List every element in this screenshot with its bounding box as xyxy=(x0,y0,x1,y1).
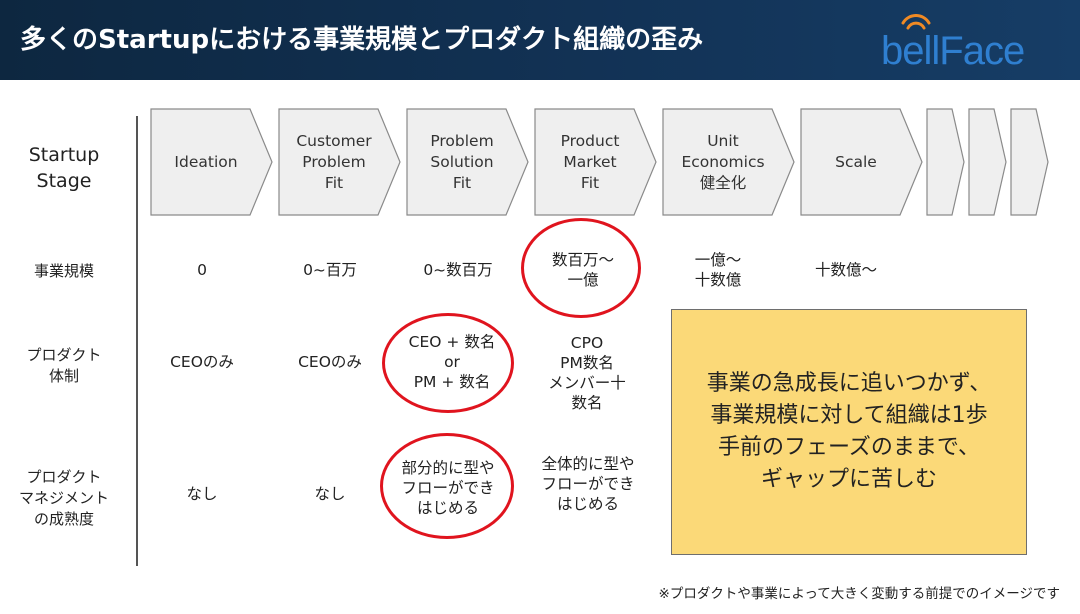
bellface-logo: bellFace xyxy=(881,14,1025,72)
maturity-value-pmf: 全体的に型や フローができ はじめる xyxy=(541,455,635,513)
row-label-org: プロダクト 体制 xyxy=(26,346,102,385)
stage-label: Scale xyxy=(835,152,877,171)
stage-chevron-more-2 xyxy=(968,108,1008,216)
signal-icon xyxy=(901,14,931,30)
scale-value-ideation: 0 xyxy=(197,261,207,279)
stage-label: Customer Problem Fit xyxy=(296,131,372,192)
chevron-shape xyxy=(968,108,1007,216)
stage-chevron-unit-economics: Unit Economics 健全化 xyxy=(662,108,796,216)
row-label-maturity: プロダクト マネジメント の成熟度 xyxy=(18,467,109,528)
footnote: ※プロダクトや事業によって大きく変動する前提でのイメージです xyxy=(658,586,1060,602)
chevron-shape xyxy=(534,108,657,216)
logo-text: bellFace xyxy=(881,29,1024,72)
stage-chevron-customer-problem-fit: Customer Problem Fit xyxy=(278,108,402,216)
chevron-shape xyxy=(406,108,529,216)
stage-chevron-more-3 xyxy=(1010,108,1050,216)
chevron-shape xyxy=(926,108,965,216)
row-divider-line xyxy=(136,116,138,566)
chevron-shape xyxy=(800,108,923,216)
stage-chevron-scale: Scale xyxy=(800,108,924,216)
maturity-value-cpf: なし xyxy=(314,485,346,503)
highlight-circle-org-psf xyxy=(382,313,514,413)
row-label-stage: Startup Stage xyxy=(28,144,100,192)
stage-chevron-more-1 xyxy=(926,108,966,216)
stage-chevron-product-market-fit: Product Market Fit xyxy=(534,108,658,216)
stage-label: Problem Solution Fit xyxy=(430,131,494,192)
org-value-cpf: CEOのみ xyxy=(298,353,362,371)
chevron-shape xyxy=(1010,108,1049,216)
org-value-pmf: CPO PM数名 メンバー十 数名 xyxy=(548,334,626,412)
chevron-shape xyxy=(662,108,795,216)
stage-label: Unit Economics 健全化 xyxy=(681,131,765,192)
scale-value-unit-economics: 一億〜 十数億 xyxy=(694,251,742,289)
scale-value-psf: 0~数百万 xyxy=(423,261,493,279)
highlight-circle-maturity-psf xyxy=(380,433,514,539)
slide-title: 多くのStartupにおける事業規模とプロダクト組織の歪み xyxy=(20,25,704,55)
maturity-value-ideation: なし xyxy=(186,485,218,503)
row-label-scale: 事業規模 xyxy=(33,261,94,280)
stage-chevron-problem-solution-fit: Problem Solution Fit xyxy=(406,108,530,216)
scale-value-scale: 十数億〜 xyxy=(814,261,877,279)
org-value-ideation: CEOのみ xyxy=(170,353,234,371)
stage-chevron-ideation: Ideation xyxy=(150,108,274,216)
highlight-circle-scale-pmf xyxy=(521,218,641,318)
stage-label: Ideation xyxy=(174,152,238,171)
chevron-shape xyxy=(278,108,401,216)
header-bar: 多くのStartupにおける事業規模とプロダクト組織の歪み bellFace xyxy=(0,0,1080,80)
scale-value-cpf: 0~百万 xyxy=(303,261,357,279)
gap-callout-box: 事業の急成長に追いつかず、 事業規模に対して組織は1歩 手前のフェーズのままで、… xyxy=(671,309,1027,555)
chevron-shape xyxy=(150,108,273,216)
stage-label: Product Market Fit xyxy=(560,131,620,192)
